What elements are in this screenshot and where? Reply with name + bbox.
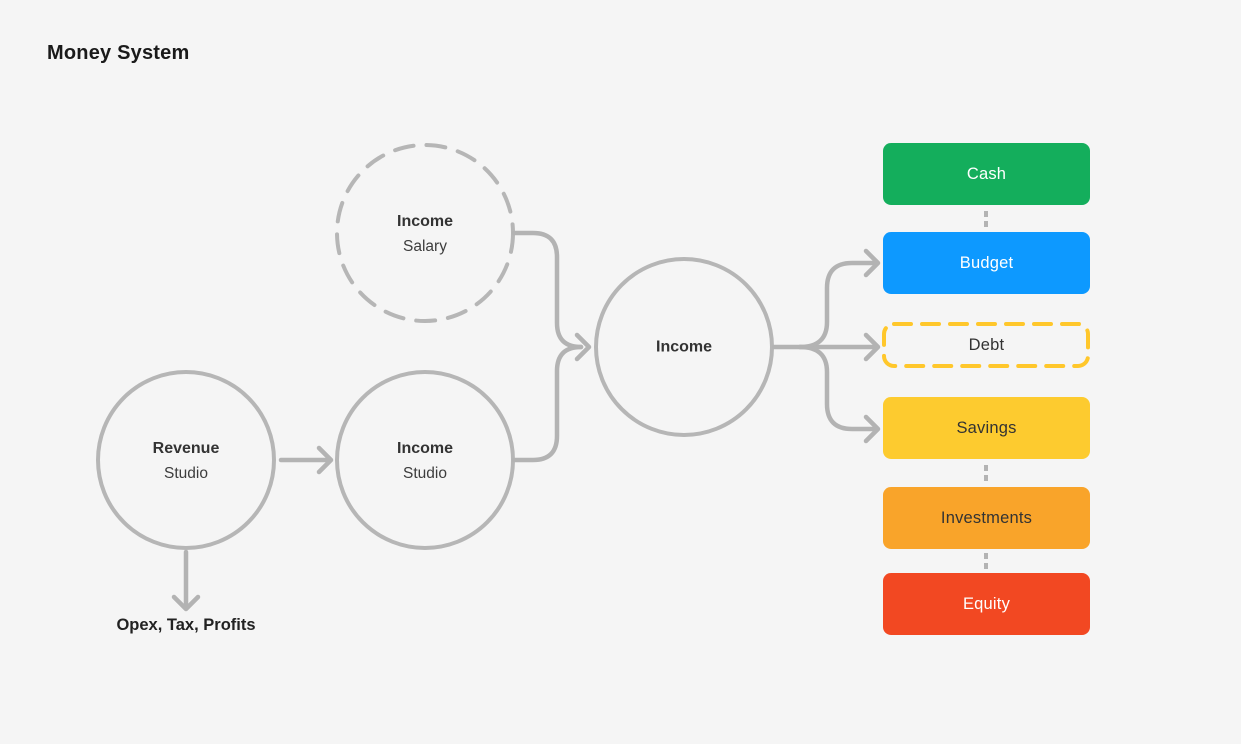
node-income-salary[interactable]: Income Salary (397, 209, 453, 259)
savings-box[interactable]: Savings (883, 397, 1090, 459)
arrow-split-from-income (771, 248, 881, 444)
arrow-revenue-to-income-studio (278, 445, 334, 475)
node-income[interactable]: Income (656, 335, 712, 360)
node-income-salary-subtitle: Salary (403, 238, 447, 255)
node-revenue-studio-subtitle: Studio (164, 465, 208, 482)
revenue-studio-circle[interactable] (96, 370, 276, 550)
node-income-title: Income (655, 338, 713, 356)
budget-box[interactable]: Budget (883, 232, 1090, 294)
page-title: Money System (47, 42, 190, 64)
arrow-revenue-to-opex (171, 549, 201, 612)
debt-box[interactable]: Debt (968, 335, 1005, 354)
cash-box[interactable]: Cash (883, 143, 1090, 205)
investments-box[interactable]: Investments (883, 487, 1090, 549)
arrow-merge-into-income (511, 230, 592, 463)
opex-tax-profits-label: Opex, Tax, Profits (116, 616, 256, 634)
debt-box-dashed-border (882, 322, 1090, 368)
node-income-salary-title: Income (396, 213, 454, 230)
node-income-studio-subtitle: Studio (403, 465, 447, 482)
node-income-studio-title: Income (396, 440, 454, 457)
equity-box[interactable]: Equity (883, 573, 1090, 635)
node-income-studio[interactable]: Income Studio (397, 436, 453, 486)
node-revenue-studio[interactable]: Revenue Studio (153, 436, 220, 486)
node-revenue-studio-title: Revenue (152, 440, 220, 457)
